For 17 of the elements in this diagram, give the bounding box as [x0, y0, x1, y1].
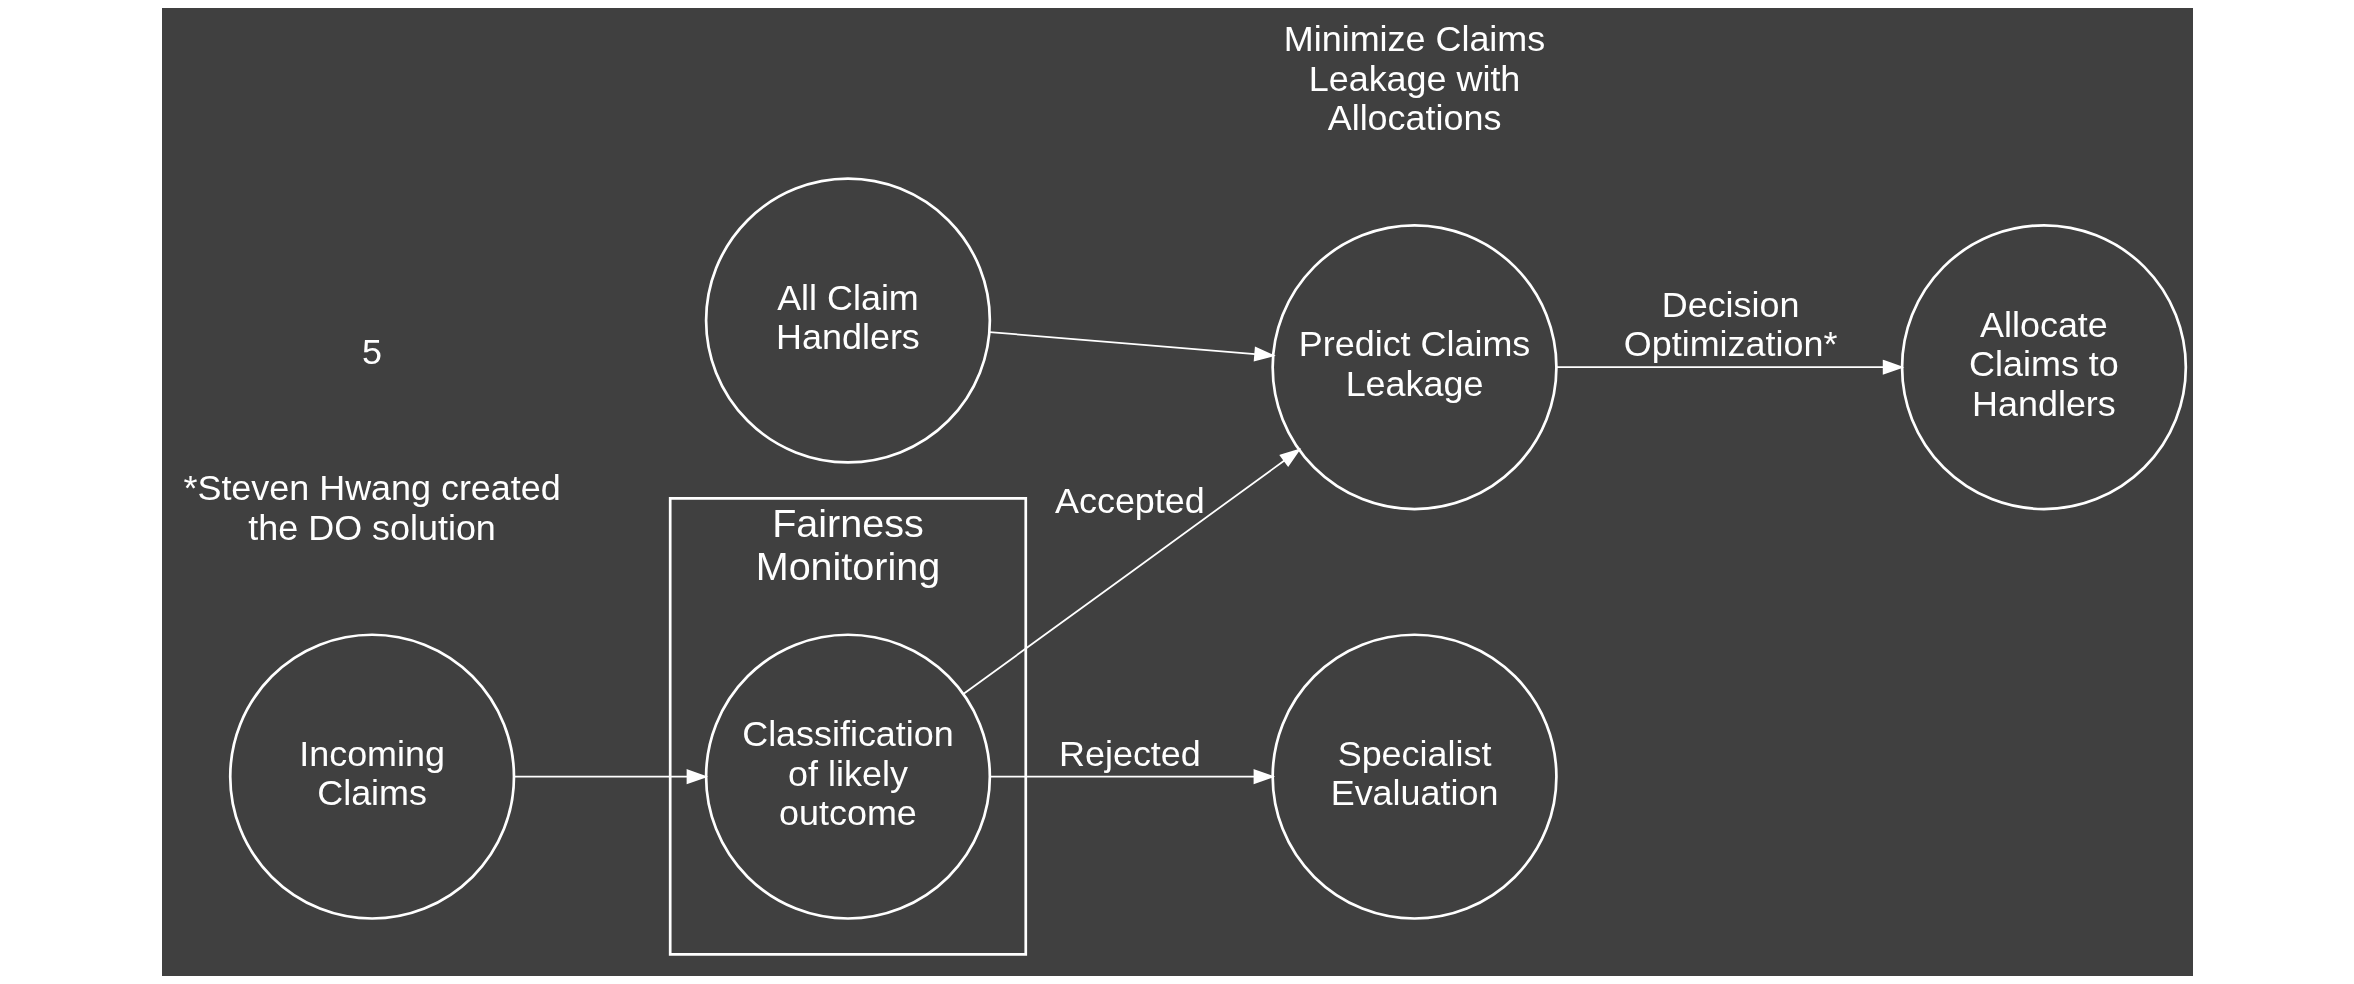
- label: Minimize Claims Leakage with Allocations: [1283, 18, 1545, 139]
- arrow: [989, 769, 1275, 785]
- edge-label: Accepted: [1054, 479, 1205, 521]
- edge-label: Decision Optimization*: [1623, 283, 1837, 365]
- node-circle: Incoming Claims: [228, 633, 515, 920]
- node-circle: Predict Claims Leakage: [1270, 224, 1558, 511]
- arrow: [512, 769, 708, 785]
- arrow: [988, 331, 1276, 362]
- node-circle: Allocate Claims to Handlers: [1900, 224, 2187, 511]
- node-circle: Classification of likely outcome: [704, 633, 991, 920]
- arrow: [1555, 359, 1904, 375]
- node-circle: All Claim Handlers: [704, 177, 991, 464]
- edge-label: Rejected: [1058, 732, 1201, 774]
- arrow: [962, 448, 1301, 695]
- label: 5: [361, 330, 382, 372]
- label: *Steven Hwang created the DO solution: [182, 467, 561, 548]
- node-circle: Specialist Evaluation: [1270, 633, 1558, 920]
